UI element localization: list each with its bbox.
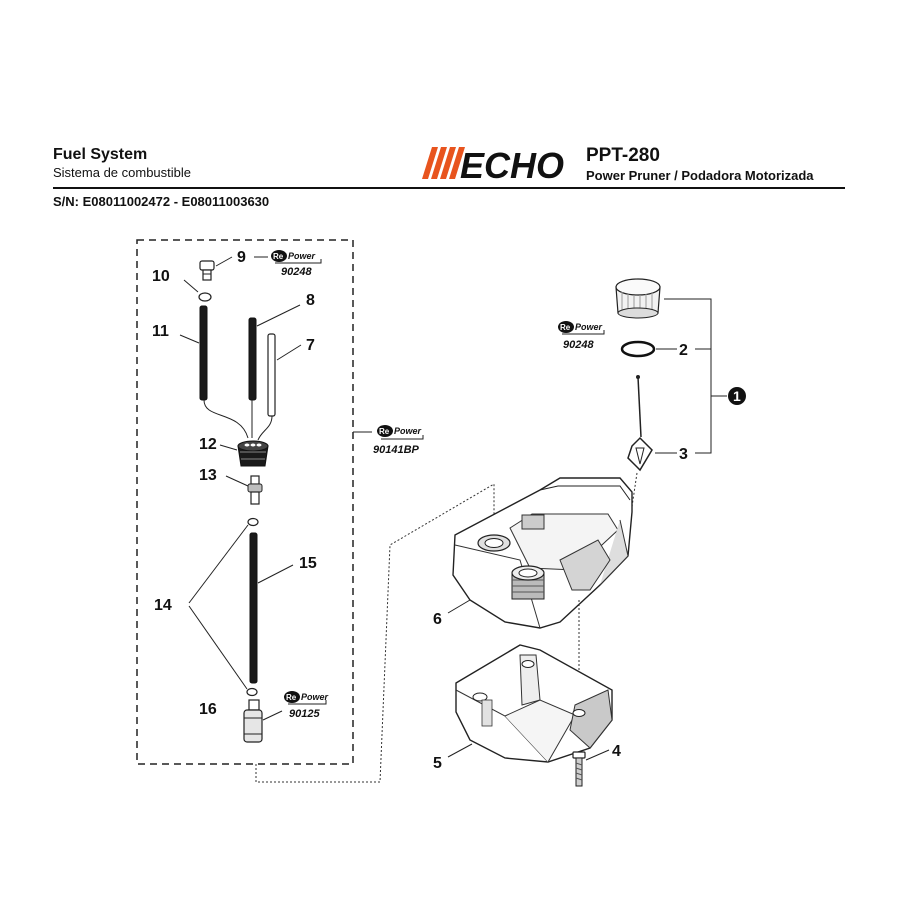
fuel-line-route	[255, 483, 495, 783]
callout-15: 15	[299, 555, 317, 572]
page-title: Fuel System	[53, 146, 148, 163]
callout-16: 16	[199, 701, 217, 718]
callout-6: 6	[433, 611, 442, 628]
callout-12: 12	[199, 436, 217, 453]
leader-7	[276, 344, 302, 361]
svg-text:Power: Power	[394, 426, 422, 436]
callout-4: 4	[612, 743, 621, 760]
kit-code-9: 90248	[281, 266, 312, 278]
part-14-clamp-bottom	[246, 687, 258, 697]
callout-2: 2	[679, 342, 688, 359]
part-4-screw	[572, 751, 586, 787]
callout-5: 5	[433, 755, 442, 772]
repower-badge-group: Re Power	[377, 425, 424, 440]
part-3-tether	[627, 375, 653, 472]
echo-logo: ECHO	[422, 145, 564, 182]
callout-11: 11	[152, 323, 169, 340]
part-13-fitting	[247, 475, 263, 505]
leader-5	[447, 743, 473, 758]
callout-1: 1	[733, 388, 741, 404]
header-rule	[53, 187, 845, 189]
leader-4	[585, 749, 610, 761]
page-subtitle: Sistema de combustible	[53, 165, 192, 180]
tube-7-connector	[257, 415, 273, 441]
part-2-cap-gasket	[620, 340, 656, 358]
part-16-fuel-filter	[243, 699, 263, 743]
serial-range: S/N: E08011002472 - E08011003630	[53, 194, 270, 209]
repower-badge-2: Re Power	[558, 321, 605, 335]
callout-13: 13	[199, 467, 217, 484]
callout-10: 10	[152, 268, 170, 285]
repower-badge-9: Re Power	[271, 250, 322, 264]
leader-14-bottom	[188, 605, 248, 690]
callout-14: 14	[154, 597, 172, 614]
repower-badge-16: Re Power	[284, 691, 329, 705]
leader-9	[215, 256, 233, 267]
callout-8: 8	[306, 292, 315, 309]
header-left: Fuel System Sistema de combustible	[53, 146, 191, 181]
leader-15	[257, 564, 294, 584]
part-15-fuel-hose	[249, 532, 258, 684]
leader-14-top	[188, 524, 249, 604]
part-7-tube	[267, 333, 276, 417]
part-12-grommet	[237, 440, 269, 467]
kit-code-16: 90125	[289, 708, 320, 720]
svg-text:Power: Power	[288, 251, 316, 261]
fuel-cap	[615, 278, 661, 319]
kit-code-group: 90141BP	[373, 444, 420, 456]
model-description: Power Pruner / Podadora Motorizada	[586, 168, 814, 183]
svg-text:Re: Re	[379, 427, 390, 436]
svg-text:Re: Re	[286, 693, 297, 702]
part-10-oring	[198, 292, 212, 302]
leader-11	[179, 334, 200, 344]
callout-9: 9	[237, 249, 246, 266]
svg-text:Power: Power	[575, 322, 603, 332]
part-8-hose	[248, 317, 257, 401]
leader-8	[256, 304, 301, 327]
model-number: PPT-280	[586, 145, 660, 166]
part-14-clamp-top	[247, 517, 259, 527]
hose-11-connector	[203, 399, 249, 439]
bracket-1	[664, 298, 712, 454]
callout-7: 7	[306, 337, 315, 354]
part-5-tank-guard	[455, 644, 613, 763]
part-11-hose	[199, 305, 208, 401]
logo-stripes	[422, 147, 465, 179]
leader-16	[262, 710, 283, 721]
callout-1-disc	[728, 387, 746, 405]
svg-text:Re: Re	[560, 323, 571, 332]
svg-text:Power: Power	[301, 692, 329, 702]
part-9-plug	[199, 260, 215, 281]
header-right: PPT-280 Power Pruner / Podadora Motoriza…	[586, 146, 814, 184]
kit-code-2: 90248	[563, 339, 594, 351]
leader-12	[219, 444, 238, 451]
assembly-group-box	[136, 239, 354, 765]
leader-6	[447, 599, 471, 614]
logo-wordmark: ECHO	[460, 145, 564, 182]
leader-13	[225, 475, 249, 487]
svg-text:Re: Re	[273, 252, 284, 261]
leader-10	[183, 279, 199, 293]
callout-3: 3	[679, 446, 688, 463]
part-6-fuel-tank	[452, 477, 633, 629]
